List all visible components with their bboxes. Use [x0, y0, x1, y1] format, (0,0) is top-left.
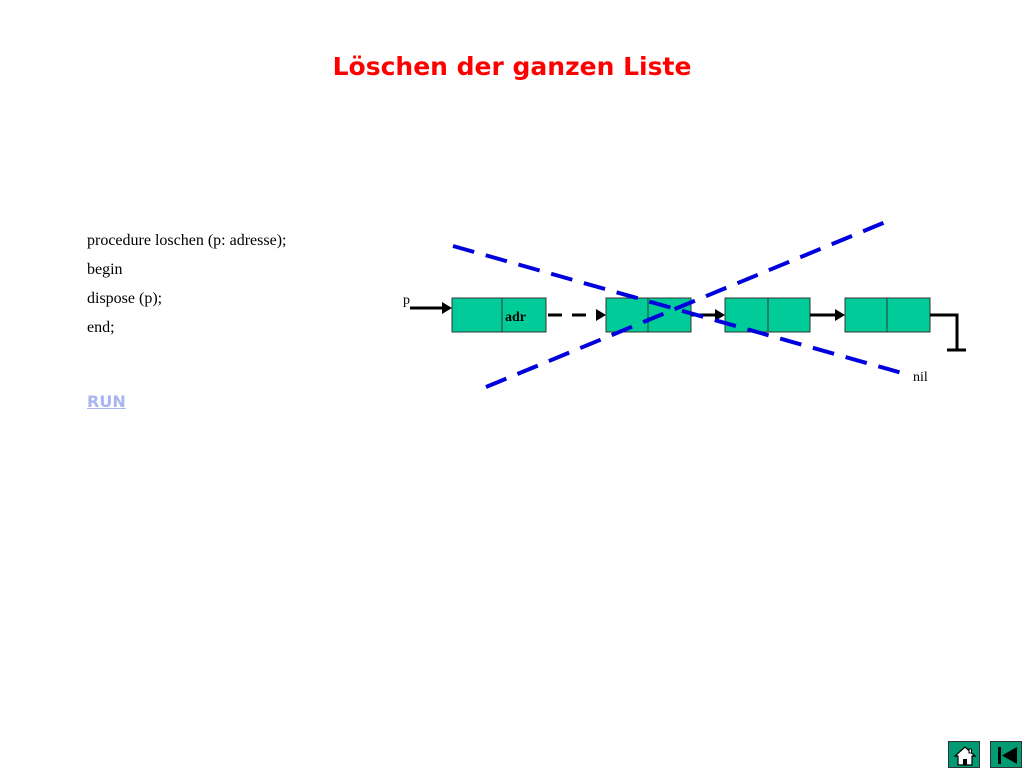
- list-node-1: [451, 297, 547, 333]
- code-block: procedure loschen (p: adresse); begin di…: [87, 230, 286, 346]
- code-line: end;: [87, 319, 115, 336]
- link-arrow: [691, 309, 725, 321]
- code-line: dispose (p);: [87, 290, 163, 307]
- first-slide-button[interactable]: [990, 741, 1022, 768]
- pointer-label: p: [403, 293, 410, 308]
- skip-to-start-icon: [998, 747, 1017, 764]
- list-node-3: [724, 297, 811, 333]
- nil-label: nil: [913, 370, 928, 385]
- run-link[interactable]: RUN: [87, 392, 126, 411]
- adr-label: adr: [505, 310, 526, 325]
- link-arrow: [810, 309, 845, 321]
- code-line: begin: [87, 261, 123, 278]
- link-arrow-dashed: [548, 309, 606, 321]
- nil-ground-symbol: [930, 313, 966, 352]
- cross-out-lines: [452, 219, 903, 389]
- code-line: procedure loschen (p: adresse);: [87, 232, 287, 249]
- pointer-arrow: [410, 302, 452, 314]
- list-node-4: [844, 297, 931, 333]
- page-title: Löschen der ganzen Liste: [332, 52, 692, 81]
- home-icon: [953, 746, 977, 766]
- list-node-2: [605, 297, 692, 333]
- home-button[interactable]: [948, 741, 980, 768]
